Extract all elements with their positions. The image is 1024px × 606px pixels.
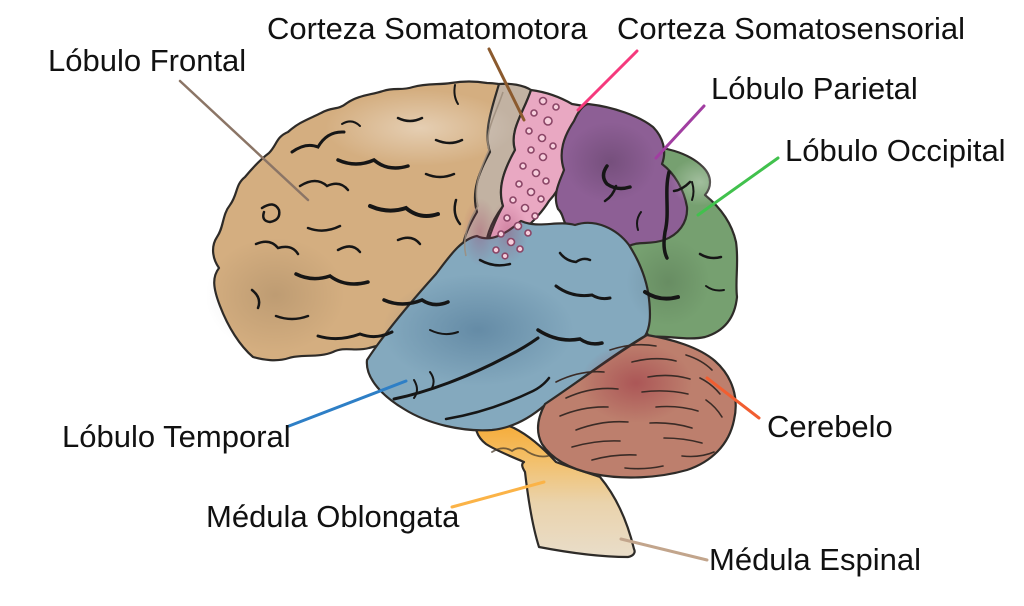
- label-cerebelo: Cerebelo: [767, 409, 893, 444]
- somatomotor-inner-line: [463, 91, 504, 257]
- label-corteza-somatomotora: Corteza Somatomotora: [267, 11, 588, 46]
- brainstem-crease: [491, 447, 549, 458]
- leader-line-lobulo-parietal: [654, 104, 706, 160]
- leader-line-corteza-somatomotora: [487, 47, 526, 122]
- leader-line-cerebelo: [705, 376, 761, 420]
- leader-line-medula-oblongata: [450, 480, 546, 509]
- cerebellum-striations: [555, 343, 723, 470]
- leader-lines: [178, 47, 780, 562]
- label-medula-oblongata: Médula Oblongata: [206, 499, 460, 534]
- leader-line-lobulo-occipital: [696, 156, 780, 217]
- region-brainstem: [474, 413, 636, 559]
- somatosensory-dots: [492, 96, 560, 260]
- label-lobulo-frontal: Lóbulo Frontal: [48, 43, 247, 78]
- label-corteza-somatosensorial: Corteza Somatosensorial: [617, 11, 966, 46]
- leader-line-medula-espinal: [619, 537, 709, 562]
- leader-line-lobulo-temporal: [287, 379, 408, 428]
- label-lobulo-temporal: Lóbulo Temporal: [62, 419, 291, 454]
- region-shading: [205, 90, 730, 423]
- leader-line-corteza-somatosensorial: [576, 49, 639, 112]
- cortex-sulci: [250, 84, 725, 421]
- label-lobulo-occipital: Lóbulo Occipital: [785, 133, 1006, 168]
- label-medula-espinal: Médula Espinal: [709, 542, 921, 577]
- label-lobulo-parietal: Lóbulo Parietal: [711, 71, 918, 106]
- leader-line-lobulo-frontal: [178, 79, 310, 202]
